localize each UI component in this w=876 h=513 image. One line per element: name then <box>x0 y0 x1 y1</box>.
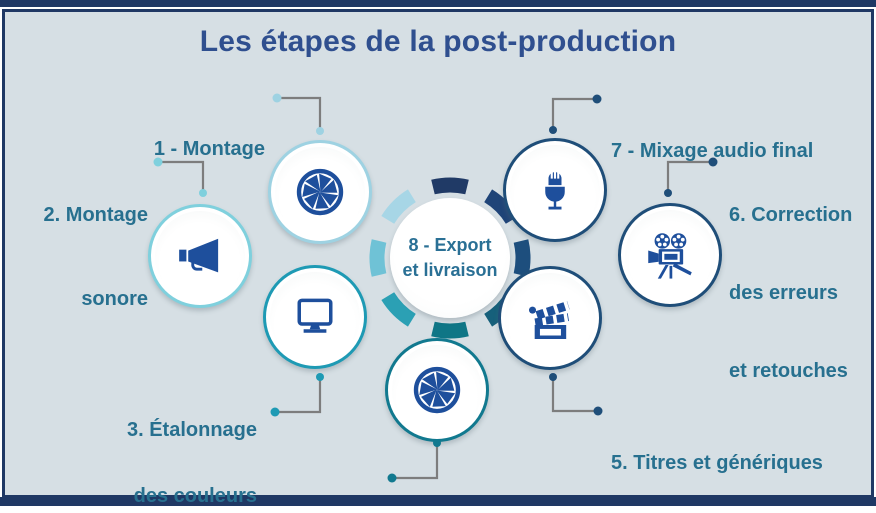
step-5-label: 5. Titres et génériques <box>611 452 823 474</box>
step-2-circle <box>148 204 252 308</box>
step-1-circle <box>268 140 372 244</box>
step-8-center-circle: 8 - Export et livraison <box>390 198 510 318</box>
ring-segment <box>431 321 469 339</box>
step-2-label: 2. Montage sonore <box>43 204 148 310</box>
step-6-label: 6. Correction des erreurs et retouches <box>729 204 853 382</box>
film-camera-icon <box>641 226 699 284</box>
ring-segment <box>431 177 469 195</box>
page-title: Les étapes de la post-production <box>199 25 677 58</box>
megaphone-icon <box>171 227 229 285</box>
step-4-circle <box>385 338 489 442</box>
ring-segment <box>381 189 417 225</box>
monitor-icon <box>287 289 343 345</box>
step-4-label: 4 - Effets visuels (VFX) <box>132 461 353 513</box>
aperture-icon <box>409 362 465 418</box>
step-6-circle <box>618 203 722 307</box>
clapperboard-icon <box>522 290 578 346</box>
ring-segment <box>369 239 387 277</box>
bottom-bar <box>0 497 876 506</box>
step-5-circle <box>498 266 602 370</box>
step-7-label: 7 - Mixage audio final <box>611 140 814 162</box>
aperture-icon <box>292 164 348 220</box>
step-3-circle <box>263 265 367 369</box>
step-3-label: 3. Étalonnage des couleurs <box>126 419 257 507</box>
ring-segment <box>381 291 417 327</box>
step-7-circle <box>503 138 607 242</box>
step-8-label-line: 8 - Export <box>408 235 492 255</box>
ring-segment <box>513 239 531 277</box>
step-1-label: 1 - Montage <box>153 138 265 160</box>
center-segment-ring <box>369 177 531 339</box>
top-bar <box>0 0 876 7</box>
step-8-label-line: et livraison <box>402 260 498 280</box>
microphone-icon <box>529 164 581 216</box>
